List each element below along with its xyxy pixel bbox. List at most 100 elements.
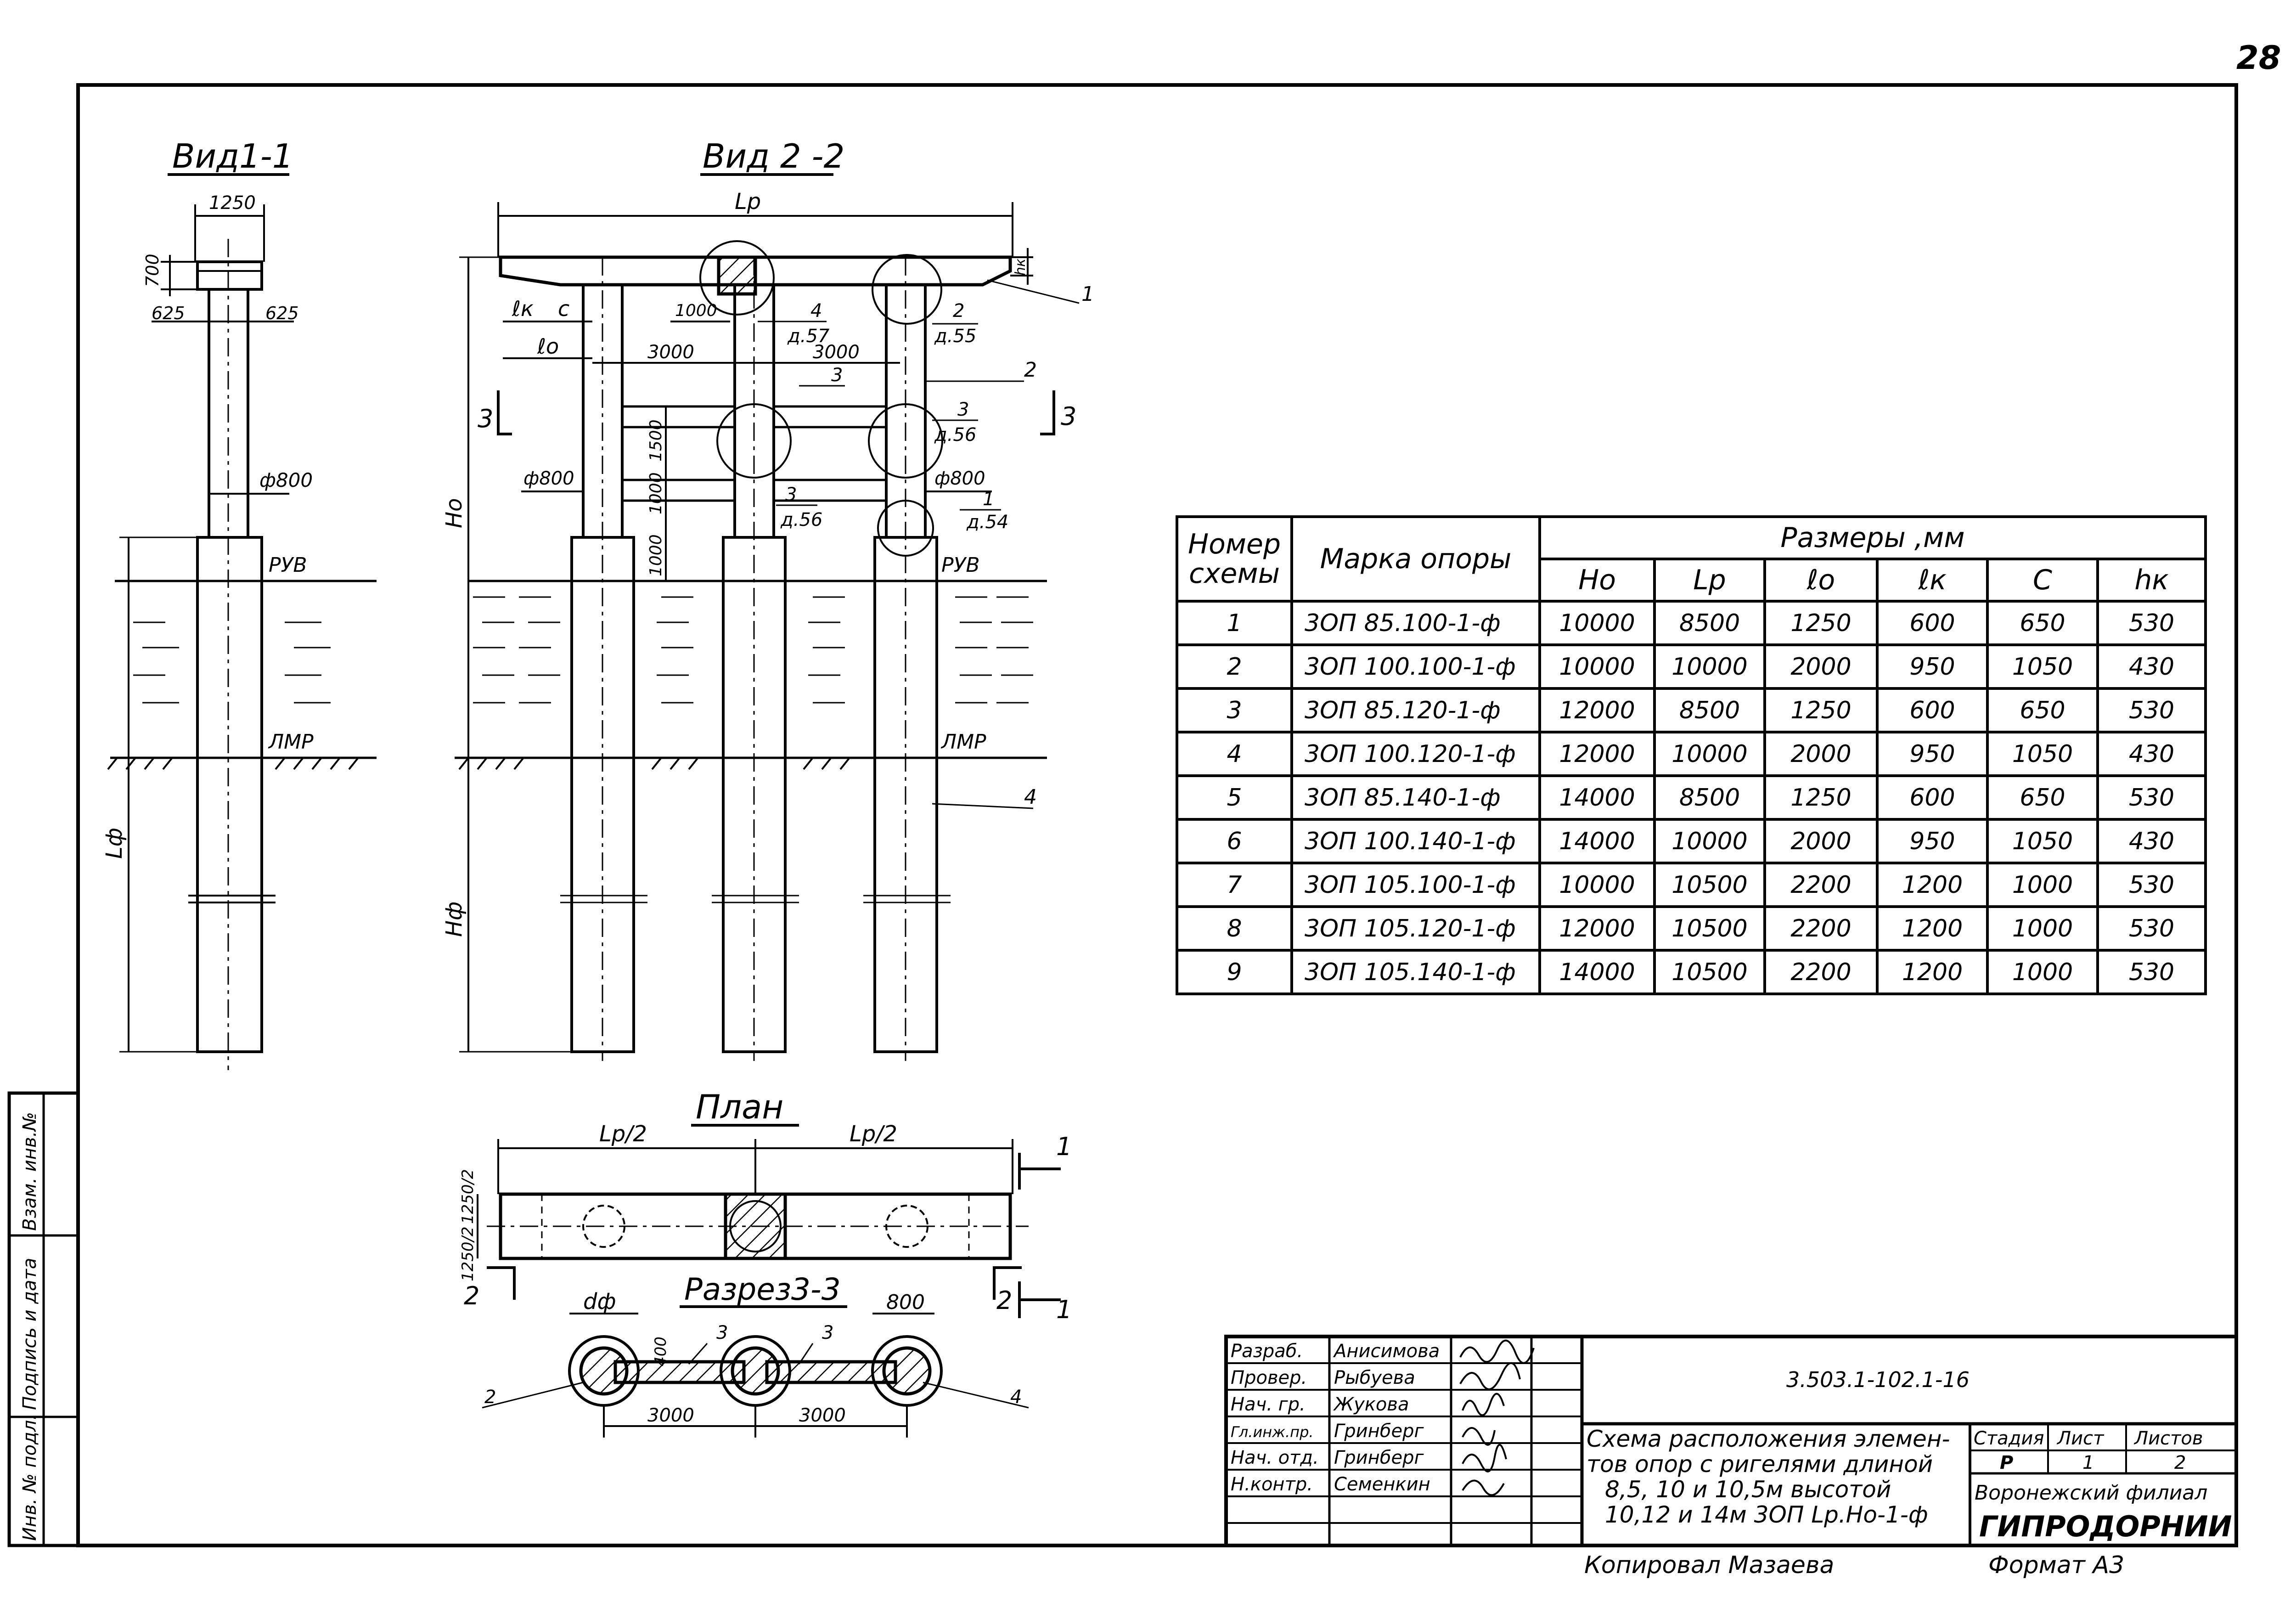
cell-mark: 3ОП 85.140-1-ф: [1290, 774, 1541, 821]
cell-dimension: 950: [1876, 818, 1989, 864]
cell-dimension: 650: [1986, 687, 2099, 733]
v2-callout-1: 1: [983, 489, 994, 510]
cell-dimension: 8500: [1653, 774, 1766, 821]
tb-role-2: Нач. гр.: [1231, 1394, 1306, 1415]
cell-dimension: 12000: [1538, 687, 1656, 733]
header-mark: Марка опоры: [1290, 515, 1541, 603]
v1-dim-diameter: ф800: [259, 469, 313, 491]
v2-section-mark-left: 3: [478, 404, 493, 433]
header-hk: hк: [2096, 558, 2207, 603]
tb-doc-code: 3.503.1-102.1-16: [1786, 1367, 1970, 1392]
tb-role-1: Провер.: [1231, 1367, 1307, 1388]
v2-section-mark-right: 3: [1061, 402, 1076, 431]
v1-dim-height: 700: [142, 254, 163, 287]
v1-dim-right: 625: [265, 303, 299, 323]
cell-dimension: 8500: [1653, 600, 1766, 646]
cell-dimension: 1200: [1876, 862, 1989, 908]
cell-dimension: 530: [2096, 687, 2207, 733]
cell-dimension: 430: [2096, 643, 2207, 690]
cell-dimension: 1050: [1986, 643, 2099, 690]
cell-dimension: 530: [2096, 949, 2207, 995]
view-2-title: Вид 2 -2: [703, 137, 844, 175]
cell-dimension: 1250: [1763, 774, 1879, 821]
cell-dimension: 12000: [1538, 905, 1656, 952]
sec-label-3a: 3: [716, 1322, 728, 1343]
cell-dimension: 430: [2096, 731, 2207, 777]
cell-dimension: 600: [1876, 600, 1989, 646]
cell-scheme: 7: [1176, 862, 1293, 908]
v2-dim-d800-b: ф800: [934, 468, 985, 489]
stamp-signature-date: Подпись и дата: [19, 1258, 40, 1410]
plan-dim-half-left: Lр/2: [599, 1121, 647, 1147]
header-c: С: [1986, 558, 2099, 603]
sec-dim-df: dф: [583, 1289, 616, 1314]
sec-label-4: 4: [1010, 1387, 1022, 1408]
cell-mark: 3ОП 100.120-1-ф: [1290, 731, 1541, 777]
v2-leader-1: 1: [1081, 282, 1094, 306]
cell-dimension: 10500: [1653, 862, 1766, 908]
sec-label-2: 2: [484, 1387, 496, 1408]
signatures: [1459, 1339, 1535, 1496]
cell-dimension: 2000: [1763, 731, 1879, 777]
sec-dim-3000-a: 3000: [647, 1405, 694, 1426]
view-2-2: Вид 2 -2 Lр hк ℓк с ℓо 1000 3000 3000: [441, 137, 1094, 1061]
cell-mark: 3ОП 105.120-1-ф: [1290, 905, 1541, 952]
tb-stage: Р: [2000, 1452, 2013, 1473]
cell-dimension: 10000: [1653, 818, 1766, 864]
header-l0: ℓо: [1763, 558, 1879, 603]
header-dimensions: Размеры ,мм: [1538, 515, 2207, 560]
view-1-title: Вид1-1: [172, 137, 293, 175]
v2-dim-h0: Но: [441, 498, 467, 528]
cell-dimension: 430: [2096, 818, 2207, 864]
cell-dimension: 2000: [1763, 818, 1879, 864]
tb-sheets-label: Листов: [2133, 1428, 2203, 1449]
cell-mark: 3ОП 85.120-1-ф: [1290, 687, 1541, 733]
sec-tie-left: [613, 1360, 746, 1384]
opora-schedule-table: Номер схемы Марка опоры Размеры ,мм Но L…: [1176, 515, 2207, 995]
cell-dimension: 2200: [1763, 862, 1879, 908]
plan-mark-2-left: 2: [464, 1281, 479, 1310]
cell-scheme: 2: [1176, 643, 1293, 690]
cell-scheme: 3: [1176, 687, 1293, 733]
plan-dim-width-b: 1250/2: [459, 1226, 477, 1281]
cell-dimension: 8500: [1653, 687, 1766, 733]
header-scheme-number: Номер схемы: [1176, 515, 1293, 603]
tb-name-4: Гринберг: [1334, 1447, 1424, 1468]
v2-callout-2-ref: д.55: [934, 326, 976, 347]
cell-dimension: 10500: [1653, 949, 1766, 995]
cell-dimension: 1000: [1986, 862, 2099, 908]
v2-callout-2: 2: [953, 300, 964, 321]
cell-dimension: 530: [2096, 862, 2207, 908]
plan-title: План: [696, 1088, 783, 1126]
plan-mark-2-right: 2: [996, 1286, 1012, 1315]
v2-dim-lk: ℓк: [512, 296, 534, 321]
plan-view: План Lр/2 Lр/2 1250/2 1250/2 2 2 1 1: [459, 1088, 1072, 1324]
cell-dimension: 2200: [1763, 949, 1879, 995]
plan-mark-1-bottom: 1: [1056, 1295, 1072, 1324]
beam-section-hatched: [717, 255, 757, 296]
cell-dimension: 530: [2096, 905, 2207, 952]
tb-sheets: 2: [2174, 1452, 2186, 1473]
cell-dimension: 1050: [1986, 731, 2099, 777]
cell-dimension: 650: [1986, 774, 2099, 821]
v2-level-high: РУВ: [941, 553, 980, 577]
sec-tie-right: [765, 1360, 897, 1384]
v2-callout-4-ref: д.57: [787, 326, 830, 347]
v1-level-high: РУВ: [269, 553, 307, 577]
v2-dim-1000-b: 1000: [647, 534, 665, 576]
stamp-inv-no: Инв. № подл.: [19, 1414, 40, 1541]
cell-scheme: 9: [1176, 949, 1293, 995]
v1-dim-width: 1250: [209, 192, 256, 214]
v2-dim-c: с: [558, 296, 569, 321]
cell-dimension: 14000: [1538, 949, 1656, 995]
cell-mark: 3ОП 100.140-1-ф: [1290, 818, 1541, 864]
v2-callout-4: 4: [810, 300, 822, 321]
cell-dimension: 950: [1876, 731, 1989, 777]
v2-level-low: ЛМР: [940, 730, 986, 754]
tb-role-4: Нач. отд.: [1231, 1447, 1319, 1468]
v2-dim-1000-a: 1000: [647, 472, 665, 514]
v1-dim-pile: Lф: [101, 828, 127, 859]
v2-dim-lr: Lр: [735, 189, 761, 214]
